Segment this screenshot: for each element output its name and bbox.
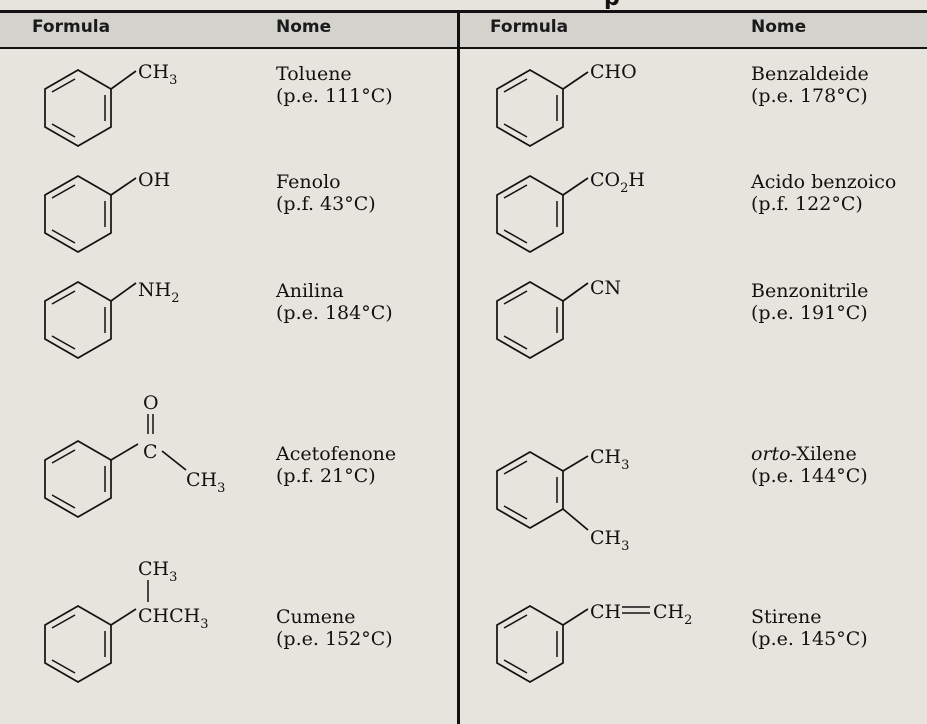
- header-formula-left: Formula: [32, 17, 111, 37]
- svg-text:NH2: NH2: [138, 279, 179, 306]
- svg-text:CH3: CH3: [138, 558, 177, 585]
- name-benzoic-acid: Acido benzoico (p.f. 122°C): [751, 171, 897, 215]
- svg-text:CH: CH: [590, 601, 621, 623]
- svg-text:CH3: CH3: [590, 527, 629, 554]
- svg-text:CHO: CHO: [590, 61, 637, 83]
- header-rule: [0, 47, 927, 49]
- styrene-structure: CH CH2: [496, 601, 692, 683]
- svg-text:CN: CN: [590, 277, 621, 299]
- name-cumene: Cumene (p.e. 152°C): [276, 606, 393, 650]
- svg-text:O: O: [143, 392, 159, 414]
- name-phenol: Fenolo (p.f. 43°C): [276, 171, 376, 215]
- header-name-right: Nome: [751, 17, 807, 37]
- name-styrene: Stirene (p.e. 145°C): [751, 606, 868, 650]
- name-benzaldehyde: Benzaldeide (p.e. 178°C): [751, 63, 869, 107]
- header-name-left: Nome: [276, 17, 332, 37]
- cumene-structure: CHCH3 CH3: [44, 558, 209, 683]
- svg-text:CH3: CH3: [186, 469, 225, 496]
- svg-text:OH: OH: [138, 169, 170, 191]
- svg-text:C: C: [143, 441, 158, 463]
- column-divider: [457, 10, 460, 724]
- name-acetophenone: Acetofenone (p.f. 21°C): [276, 443, 397, 487]
- benzoic-acid-structure: CO2H: [496, 169, 645, 253]
- table-header: Formula Nome Formula Nome: [0, 13, 927, 47]
- name-toluene: Toluene (p.e. 111°C): [276, 63, 393, 107]
- aniline-structure: NH2: [44, 279, 179, 359]
- top-rule: [0, 10, 927, 13]
- benzaldehyde-structure: CHO: [496, 61, 637, 147]
- ortho-xylene-structure: CH3 CH3: [496, 446, 629, 554]
- header-formula-right: Formula: [490, 17, 569, 37]
- svg-text:CHCH3: CHCH3: [138, 605, 209, 632]
- benzonitrile-structure: CN: [496, 277, 621, 359]
- svg-text:CH3: CH3: [590, 446, 629, 473]
- svg-text:CO2H: CO2H: [590, 169, 645, 196]
- name-benzonitrile: Benzonitrile (p.e. 191°C): [751, 280, 869, 324]
- name-aniline: Anilina (p.e. 184°C): [276, 280, 393, 324]
- svg-text:CH2: CH2: [653, 601, 692, 628]
- toluene-structure: CH3: [44, 61, 177, 147]
- name-ortho-xylene: orto-Xilene (p.e. 144°C): [751, 443, 868, 487]
- table-title-fragment: p: [0, 0, 927, 9]
- svg-text:CH3: CH3: [138, 61, 177, 88]
- phenol-structure: OH: [44, 169, 170, 253]
- acetophenone-structure: C O CH3: [44, 392, 225, 518]
